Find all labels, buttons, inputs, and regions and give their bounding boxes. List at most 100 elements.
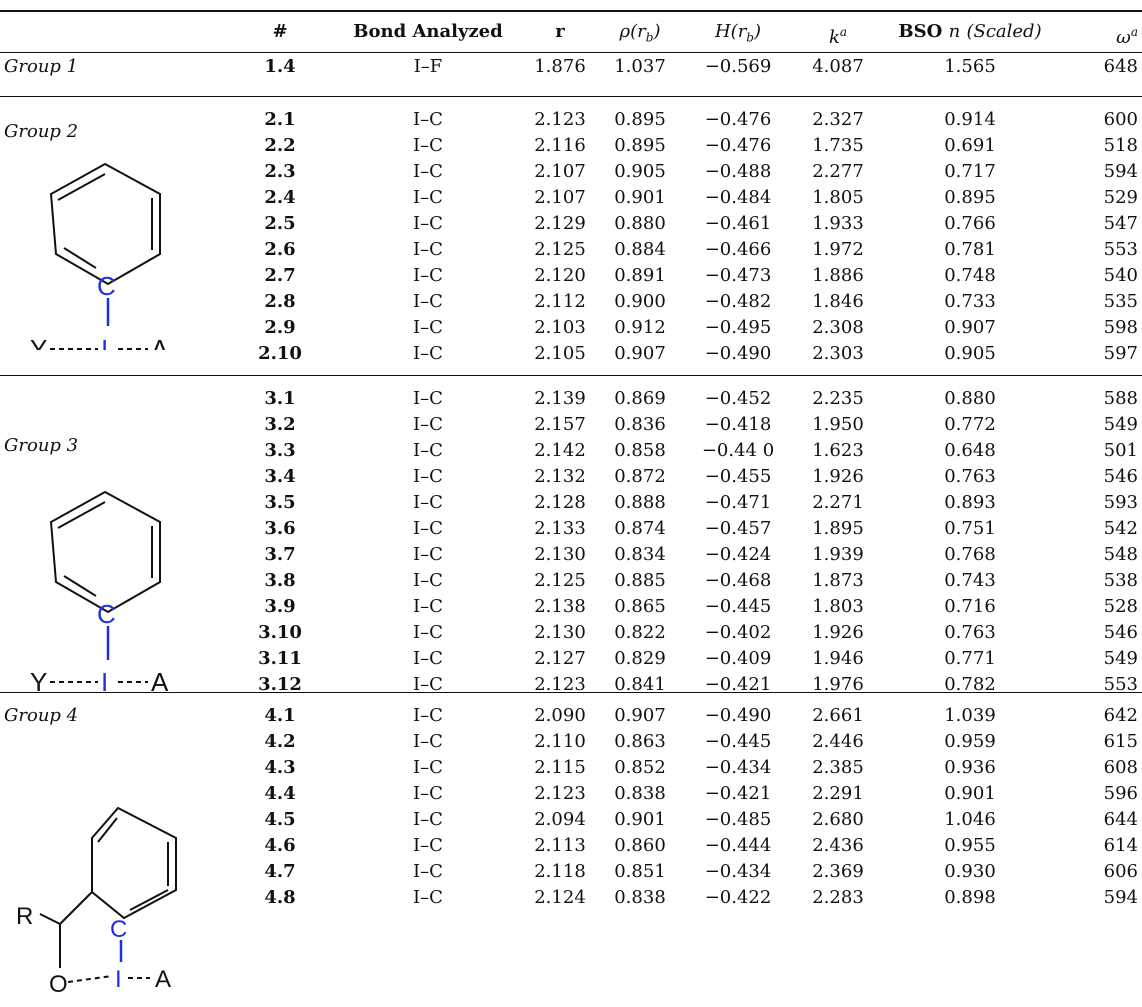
header-k: ka: [828, 25, 848, 48]
k-value: 1.972: [812, 239, 864, 260]
omega-value: 594: [1103, 161, 1138, 182]
row-id: 3.5: [264, 492, 296, 513]
bso-value: 0.763: [944, 622, 996, 643]
bond-type: I–C: [413, 291, 443, 312]
h-value: −0.424: [704, 544, 772, 565]
y-atom-label: Y: [30, 334, 47, 350]
group-separator-rule: [0, 692, 1142, 693]
omega-value: 553: [1103, 239, 1138, 260]
carbon-atom-label: C: [97, 599, 116, 629]
h-value: −0.434: [704, 757, 772, 778]
r-value: 2.107: [534, 187, 586, 208]
bond-type: I–C: [413, 809, 443, 830]
bond-type: I–C: [413, 109, 443, 130]
rho-value: 0.884: [614, 239, 666, 260]
omega-value: 549: [1103, 648, 1138, 669]
top-rule: [0, 10, 1142, 12]
header-id: #: [272, 21, 288, 42]
bso-value: 1.565: [944, 56, 996, 77]
rho-value: 0.863: [614, 731, 666, 752]
rho-value: 0.836: [614, 414, 666, 435]
rho-value: 0.838: [614, 887, 666, 908]
bond-type: I–C: [413, 135, 443, 156]
rho-value: 0.829: [614, 648, 666, 669]
bond-type: I–C: [413, 317, 443, 338]
bond-type: I–C: [413, 861, 443, 882]
k-value: 1.895: [812, 518, 864, 539]
bso-value: 0.772: [944, 414, 996, 435]
row-id: 2.4: [264, 187, 296, 208]
k-value: 2.446: [812, 731, 864, 752]
group-label: Group 1: [4, 56, 79, 77]
omega-value: 553: [1103, 674, 1138, 695]
bso-value: 0.733: [944, 291, 996, 312]
bond-type: I–C: [413, 343, 443, 364]
bso-value: 0.893: [944, 492, 996, 513]
row-id: 1.4: [264, 56, 296, 77]
rho-value: 0.885: [614, 570, 666, 591]
a-atom-label: A: [155, 966, 171, 993]
h-value: −0.445: [704, 596, 772, 617]
rho-value: 0.907: [614, 705, 666, 726]
bso-value: 0.781: [944, 239, 996, 260]
bso-value: 1.039: [944, 705, 996, 726]
bond-type: I–C: [413, 731, 443, 752]
rho-value: 0.880: [614, 213, 666, 234]
bso-value: 0.771: [944, 648, 996, 669]
bond-type: I–C: [413, 674, 443, 695]
k-value: 1.805: [812, 187, 864, 208]
r-value: 2.123: [534, 674, 586, 695]
bond-type: I–C: [413, 705, 443, 726]
r-value: 1.876: [534, 56, 586, 77]
r-value: 2.157: [534, 414, 586, 435]
h-value: −0.457: [704, 518, 772, 539]
row-id: 4.6: [264, 835, 296, 856]
r-value: 2.105: [534, 343, 586, 364]
k-value: 4.087: [812, 56, 864, 77]
group-separator-rule: [0, 375, 1142, 376]
h-value: −0.444: [704, 835, 772, 856]
k-value: 2.277: [812, 161, 864, 182]
r-value: 2.133: [534, 518, 586, 539]
bond-type: I–C: [413, 757, 443, 778]
bond-type: I–C: [413, 835, 443, 856]
bond-type: I–C: [413, 544, 443, 565]
bso-value: 0.743: [944, 570, 996, 591]
k-value: 2.308: [812, 317, 864, 338]
r-value: 2.125: [534, 570, 586, 591]
iodine-atom-label: I: [101, 667, 108, 697]
bso-value: 0.930: [944, 861, 996, 882]
bso-value: 0.936: [944, 757, 996, 778]
r-value: 2.123: [534, 109, 586, 130]
bso-value: 0.716: [944, 596, 996, 617]
r-value: 2.090: [534, 705, 586, 726]
bso-value: 0.766: [944, 213, 996, 234]
rho-value: 0.851: [614, 861, 666, 882]
bond-type: I–C: [413, 887, 443, 908]
omega-value: 546: [1103, 466, 1138, 487]
r-value: 2.132: [534, 466, 586, 487]
bso-value: 0.768: [944, 544, 996, 565]
h-value: −0.471: [704, 492, 772, 513]
k-value: 2.661: [812, 705, 864, 726]
omega-value: 606: [1103, 861, 1138, 882]
omega-value: 588: [1103, 388, 1138, 409]
bond-type: I–C: [413, 239, 443, 260]
bso-value: 0.691: [944, 135, 996, 156]
rho-value: 0.872: [614, 466, 666, 487]
omega-value: 548: [1103, 544, 1138, 565]
omega-value: 596: [1103, 783, 1138, 804]
header-rule: [0, 52, 1142, 53]
k-value: 2.283: [812, 887, 864, 908]
h-value: −0.569: [704, 56, 772, 77]
header-rho: ρ(rb): [619, 21, 661, 45]
row-id: 3.6: [264, 518, 296, 539]
iodine-atom-label: I: [115, 966, 122, 993]
rho-value: 0.905: [614, 161, 666, 182]
h-value: −0.466: [704, 239, 772, 260]
h-value: −0.484: [704, 187, 772, 208]
bond-type: I–C: [413, 518, 443, 539]
r-value: 2.130: [534, 544, 586, 565]
h-value: −0.495: [704, 317, 772, 338]
r-value: 2.128: [534, 492, 586, 513]
